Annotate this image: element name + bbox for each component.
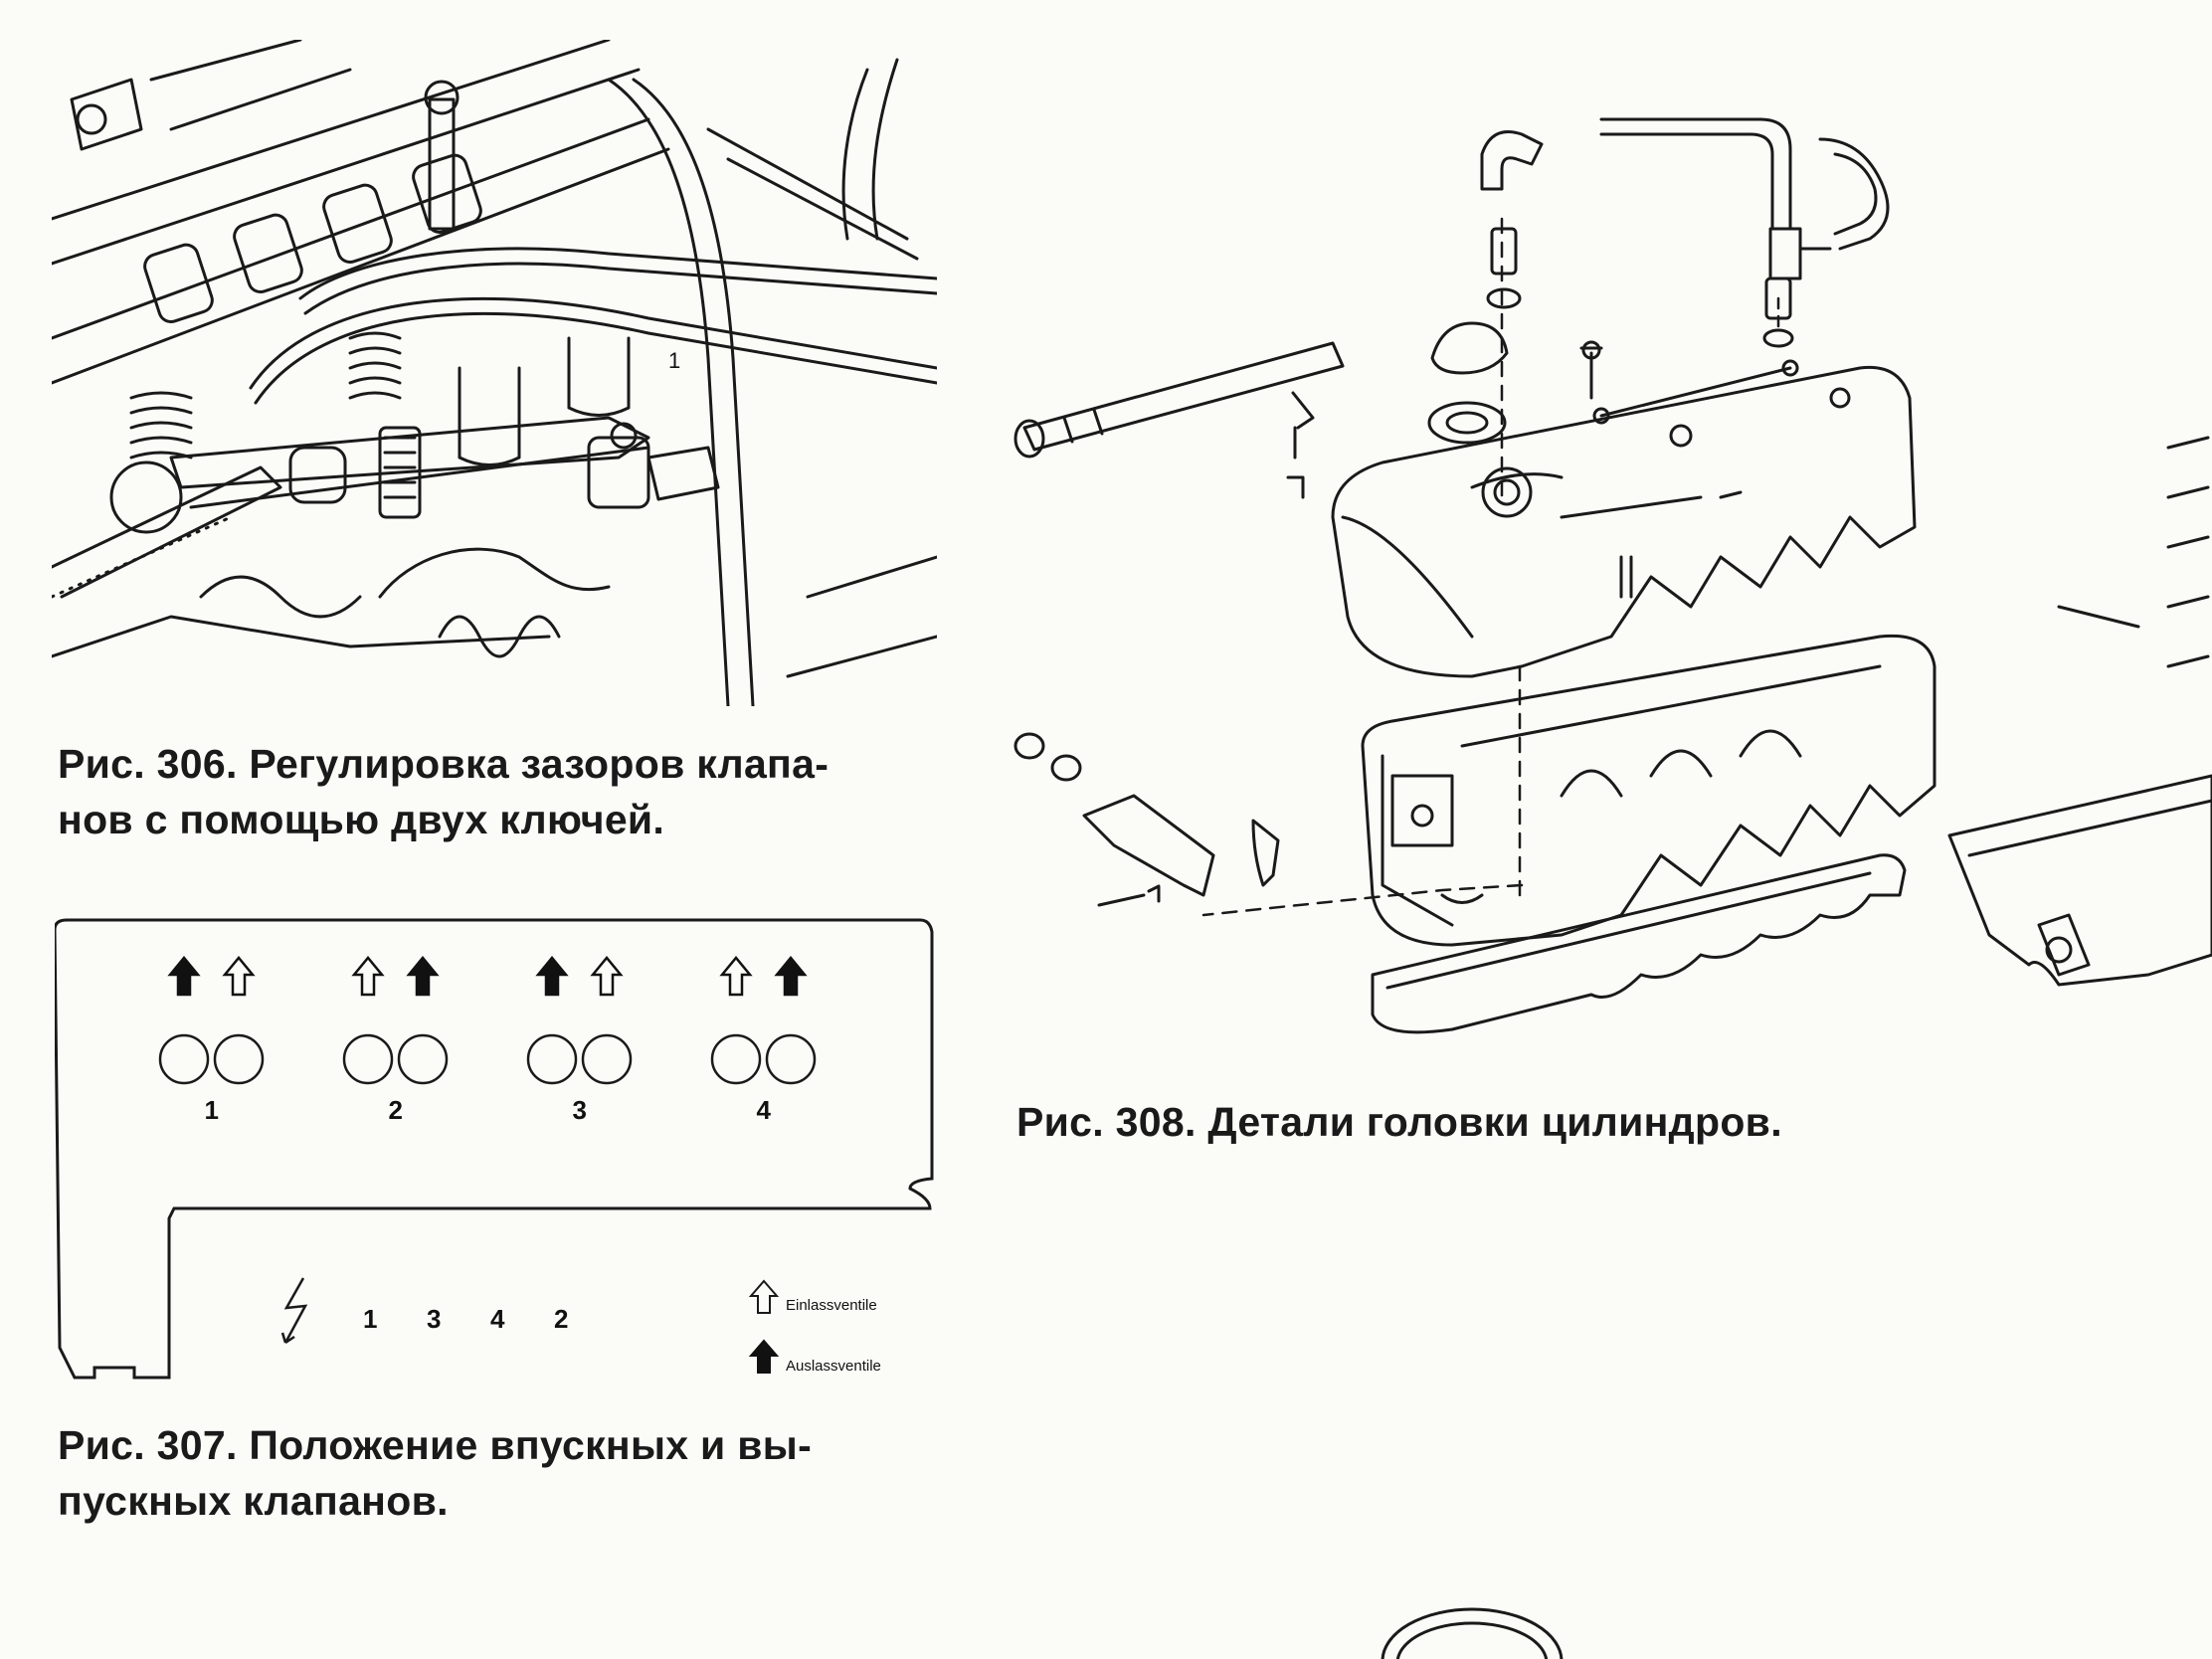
cylinder-number-label: 3: [573, 1095, 587, 1125]
legend-intake-label: Einlassventile: [786, 1297, 877, 1314]
legend: Einlassventile Auslassventile: [748, 1279, 881, 1375]
valve-exhaust: [397, 1033, 449, 1085]
cylinder-number-label: 4: [757, 1095, 772, 1125]
partial-cylinder-head-right: [1947, 436, 2212, 987]
hollow-up-arrow-icon: [351, 956, 385, 997]
figure-308-exploded-view: [1005, 99, 2212, 1054]
figure-308-caption: Рис. 308. Детали головки цилиндров.: [1016, 1099, 1782, 1145]
hollow-up-arrow-icon: [222, 956, 256, 997]
valve-intake: [581, 1033, 633, 1085]
figure-306-illustration: 1: [52, 40, 937, 706]
camshaft-lobes: [143, 153, 482, 324]
legend-exhaust-label: Auslassventile: [786, 1358, 881, 1375]
bolts: [288, 80, 720, 519]
lightning-icon: [280, 1277, 308, 1345]
caption-line: Рис. 307. Положение впускных и вы-: [58, 1422, 813, 1468]
cylinder-number-label: 2: [389, 1095, 403, 1125]
figure-307-diagram: 1 2 3 4 1 3 4 2 Einlassventile Auslassventile: [55, 910, 950, 1392]
solid-up-arrow-icon: [774, 956, 808, 997]
valve-intake: [342, 1033, 394, 1085]
valve-exhaust: [765, 1033, 817, 1085]
breather-hoses: [1480, 117, 1890, 280]
hollow-up-arrow-icon: [748, 1279, 780, 1314]
caption-line: пускных клапанов.: [58, 1478, 449, 1524]
cylinder-number-label: 1: [205, 1095, 219, 1125]
solid-up-arrow-icon: [167, 956, 201, 997]
firing-order-number: 4: [490, 1304, 505, 1334]
valve-cover: [1331, 365, 1917, 678]
cylinder-head: [1361, 634, 1936, 947]
caption-line: Рис. 306. Регулировка зазоров клапа-: [58, 741, 830, 787]
figure-306-caption: Рис. 306. Регулировка зазоров клапа- нов…: [58, 736, 953, 847]
valve-cover-gasket: [1371, 853, 1907, 1034]
firing-order-number: 2: [554, 1304, 568, 1334]
valve-exhaust: [158, 1033, 210, 1085]
wrenches: [52, 416, 650, 599]
firing-order: 1 3 4 2: [363, 1304, 568, 1334]
solid-up-arrow-icon: [406, 956, 440, 997]
cylinder-head-outline: [55, 918, 934, 1380]
firing-order-number: 1: [363, 1304, 377, 1334]
caption-line: нов с помощью двух ключей.: [58, 797, 665, 842]
valve-intake: [213, 1033, 265, 1085]
oil-filler-cap: [1427, 321, 1509, 445]
valve-intake: [710, 1033, 762, 1085]
coolant-pipe: [1014, 732, 1280, 907]
hollow-up-arrow-icon: [719, 956, 753, 997]
firing-order-number: 3: [427, 1304, 441, 1334]
solid-up-arrow-icon: [748, 1339, 780, 1374]
partial-seal-ring: [1373, 1591, 1591, 1659]
valve-exhaust: [526, 1033, 578, 1085]
figure-307-caption: Рис. 307. Положение впускных и вы- пускн…: [58, 1417, 953, 1529]
camshaft-rod: [1014, 341, 1345, 499]
solid-up-arrow-icon: [535, 956, 569, 997]
callout-label: 1: [668, 348, 680, 373]
fittings: [1486, 227, 1799, 425]
hollow-up-arrow-icon: [590, 956, 624, 997]
